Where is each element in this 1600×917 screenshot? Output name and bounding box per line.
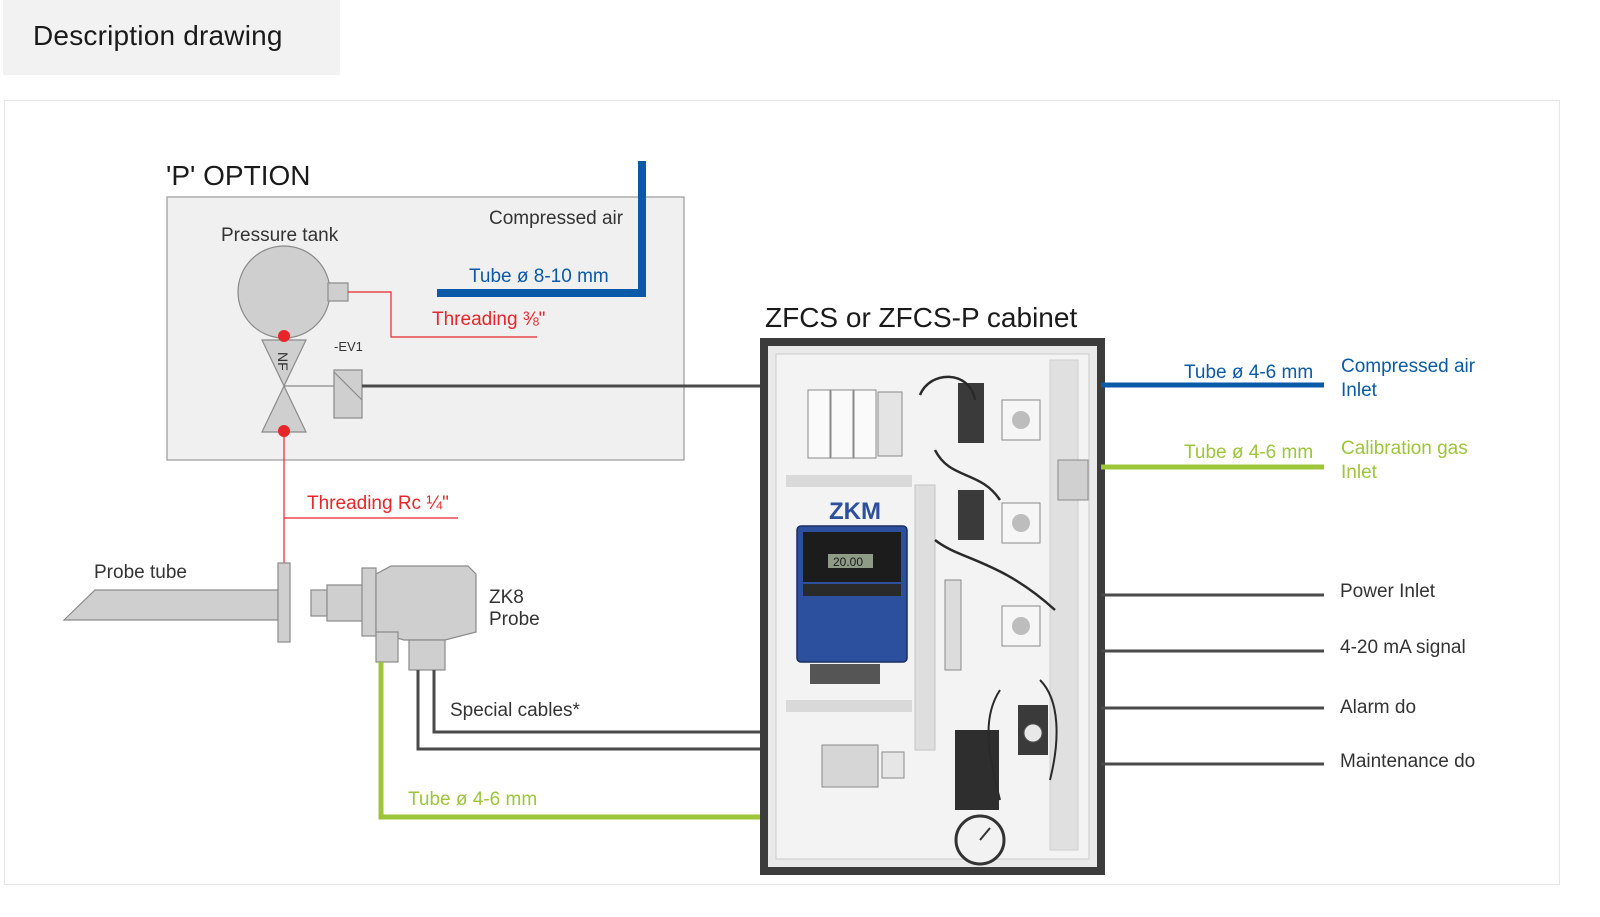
zk8-probe-icon [310, 565, 477, 671]
cabinet-title: ZFCS or ZFCS-P cabinet [765, 302, 1077, 333]
special-cable-1 [432, 670, 765, 734]
probe-tube-icon [62, 562, 291, 643]
pressure-tank-icon [237, 245, 349, 339]
zk8-label-line2: Probe [489, 609, 540, 630]
compressed-air-pipe-8-10 [437, 161, 646, 297]
probe-tube-4-6-label: Tube ø 4-6 mm [408, 789, 537, 810]
alarm-label: Alarm do [1340, 697, 1416, 718]
tab-label: Description drawing [33, 20, 283, 51]
special-cables-label: Special cables* [450, 700, 581, 721]
compressed-air-label: Compressed air [489, 208, 624, 229]
signal-label: 4-20 mA signal [1340, 637, 1466, 658]
zkm-analyzer-icon [796, 525, 908, 684]
circuit-breakers-icon [807, 389, 903, 459]
zkm-label: ZKM [829, 498, 881, 525]
probe-gas-tube [378, 662, 765, 820]
nf-valve-icon [261, 330, 334, 437]
air-tube-label: Tube ø 4-6 mm [1184, 362, 1313, 383]
special-cable-2 [416, 670, 765, 751]
cal-inlet-label-line1: Calibration gas [1341, 438, 1468, 459]
pump-and-gauge-icon [954, 705, 1048, 866]
cabinet-enclosure: ZKM 20.00 [760, 338, 1105, 875]
p-option-title: 'P' OPTION [166, 160, 310, 191]
p-option-group: 'P' OPTION Pressure tank Compressed air … [166, 160, 685, 461]
pressure-tank-label: Pressure tank [221, 225, 339, 246]
cal-inlet-label-line2: Inlet [1341, 462, 1378, 483]
cal-tube-label: Tube ø 4-6 mm [1184, 442, 1313, 463]
power-inlet-label: Power Inlet [1340, 581, 1436, 602]
cabinet-valves-icon [944, 383, 1089, 671]
nf-valve-label: NF [275, 352, 291, 371]
zkm-display-readout: 20.00 [833, 555, 863, 569]
maintenance-label: Maintenance do [1340, 751, 1475, 772]
threading-3-8-label: Threading ⅜" [432, 309, 545, 330]
terminal-block-icon [821, 744, 905, 788]
threading-rc-label: Threading Rc ¼" [307, 493, 449, 514]
p-option-box [166, 196, 685, 461]
tube-8-10-label: Tube ø 8-10 mm [469, 266, 609, 287]
ev1-solenoid-icon [333, 369, 363, 419]
probe-tube-label: Probe tube [94, 562, 187, 583]
air-inlet-label-line2: Inlet [1341, 380, 1378, 401]
threading-3-8-line [348, 291, 537, 338]
air-inlet-label-line1: Compressed air [1341, 356, 1476, 377]
ev1-label: -EV1 [334, 339, 363, 354]
zk8-label-line1: ZK8 [489, 587, 524, 608]
description-drawing-tab[interactable]: Description drawing [3, 0, 340, 75]
